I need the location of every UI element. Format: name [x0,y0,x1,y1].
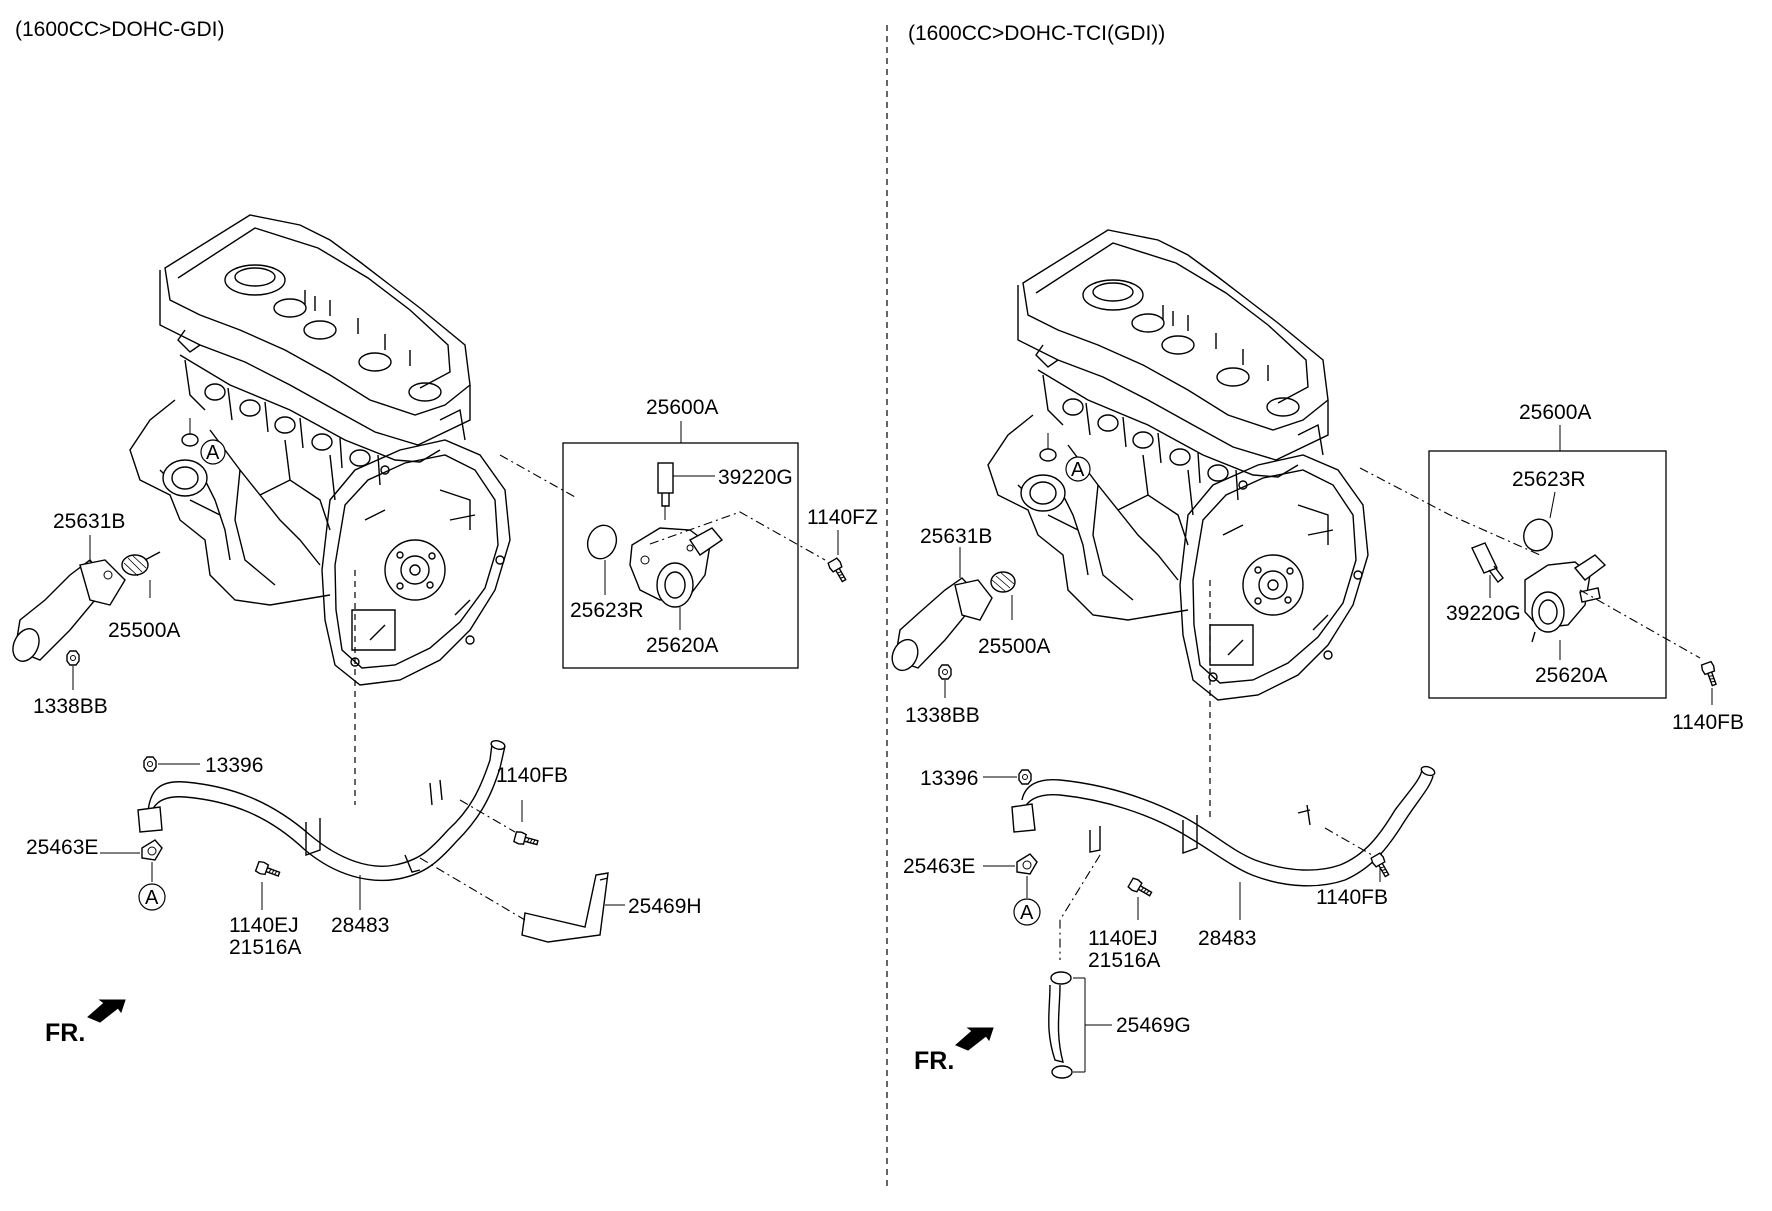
part-label: 25600A [646,396,718,419]
fr-label: FR. [45,1019,85,1047]
temp-sensor [657,462,674,520]
variant-label: (1600CC>DOHC-GDI) [15,18,224,41]
nut-icon [938,664,952,680]
bolt-icon [512,830,540,850]
thermostat-housing [1524,554,1607,643]
part-label: 25469G [1116,1014,1191,1037]
part-label: 1140FB [1316,886,1388,909]
panel-left: (1600CC>DOHC-GDI) [12,18,878,1047]
bypass-hose [1048,854,1101,1079]
part-label: 39220G [1446,602,1521,625]
front-direction-arrow: FR. [45,999,126,1047]
part-label: 25623R [570,599,644,622]
ref-a-label: A [145,887,159,909]
part-label: 21516A [1088,949,1160,972]
thermostat [990,571,1016,593]
part-label: 1140FB [1672,711,1744,734]
ref-a-label: A [206,442,220,464]
front-direction-arrow: FR. [914,1027,994,1075]
part-label: 25463E [903,855,975,878]
part-label: 1140EJ [229,914,299,937]
part-label: 25623R [1512,468,1586,491]
part-label: 25463E [26,836,98,859]
part-label: 25631B [920,525,992,548]
part-label: 25500A [108,619,180,642]
coolant-pipe [137,740,506,882]
part-label: 25500A [978,635,1050,658]
panel-right: (1600CC>DOHC-TCI(GDI)) [891,22,1744,1079]
ref-a-label: A [1071,459,1085,481]
ref-circle [138,883,166,911]
bolt-icon [1369,851,1393,880]
part-label: 1140FB [496,764,568,787]
part-label: 13396 [920,767,978,790]
ref-a-label: A [1020,902,1034,924]
temp-sensor [1471,542,1504,583]
o-ring-gasket [586,524,618,560]
o-ring-gasket [1523,518,1553,552]
engine-block [129,214,511,686]
nut-icon [143,756,157,772]
bolt-icon [1126,876,1155,900]
part-label: 28483 [1198,927,1256,950]
coolant-pipe [1011,765,1436,887]
part-label: 25600A [1519,401,1591,424]
part-label: 28483 [331,914,389,937]
part-label: 25631B [53,510,125,533]
part-label: 1338BB [905,704,980,727]
variant-label: (1600CC>DOHC-TCI(GDI)) [908,22,1165,45]
thermostat-housing-box [1428,450,1667,699]
ref-circle [200,439,226,465]
thermostat [121,551,161,577]
thermostat-housing [629,527,724,608]
bolt-icon [1699,660,1721,688]
water-inlet-fitting [891,577,993,672]
nut-icon [1018,769,1032,785]
water-inlet-fitting [12,559,126,662]
part-label: 25469H [628,895,702,918]
part-label: 25620A [1535,664,1607,687]
flange-gasket [141,839,163,861]
part-label: 39220G [718,466,793,489]
bolt-icon [254,859,282,881]
part-label: 1140FZ [807,506,878,529]
part-label: 21516A [229,936,301,959]
engine-block [987,229,1369,701]
part-label: 1338BB [33,695,108,718]
ref-circle [1065,456,1091,482]
nut-icon [66,650,80,666]
part-label: 25620A [646,634,718,657]
part-label: 13396 [205,754,263,777]
flange-gasket [1016,853,1038,875]
bolt-icon [826,556,850,585]
ref-circle [1013,898,1041,926]
fr-label: FR. [914,1047,954,1075]
bypass-hose [419,857,609,943]
part-label: 1140EJ [1088,927,1158,950]
